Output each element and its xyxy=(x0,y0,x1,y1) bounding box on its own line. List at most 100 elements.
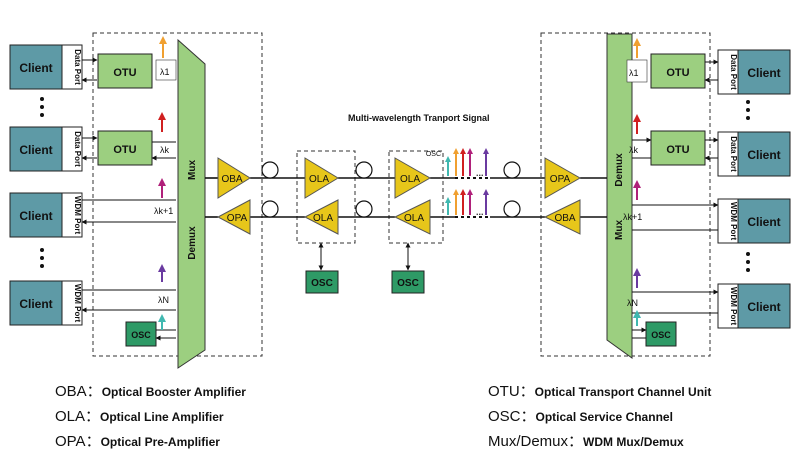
multiwavelength-arrows-top xyxy=(445,148,489,176)
client-box xyxy=(9,44,63,90)
opa-label: OPA xyxy=(227,213,248,224)
wdm-port-label: WDM Port xyxy=(729,287,738,326)
right-row-2 xyxy=(632,130,791,177)
ola-1-bottom-amp xyxy=(303,199,339,235)
legend-abbr: OTU： xyxy=(488,383,535,400)
right-terminal-frame xyxy=(540,32,711,357)
left-osc-label: OSC xyxy=(131,330,151,340)
legend-desc: Optical Transport Channel Unit xyxy=(534,385,712,399)
lambda-k-label: λk xyxy=(160,145,170,155)
lambda-1-label: λ1 xyxy=(629,68,639,78)
wdm-port-label: WDM Port xyxy=(73,196,82,235)
port-box xyxy=(717,283,739,329)
legend-abbr: OSC： xyxy=(488,408,536,425)
ola-2-top-amp xyxy=(394,157,432,199)
port-box xyxy=(717,49,739,95)
legend-abbr: OBA： xyxy=(55,383,102,400)
right-row-3 xyxy=(632,198,791,244)
otu-box xyxy=(650,53,706,89)
multiwavelength-arrows-bottom xyxy=(445,189,489,215)
client-box xyxy=(737,49,791,95)
fiber-spools xyxy=(261,161,521,218)
data-port-label: Data Port xyxy=(73,49,82,85)
legend-item-otu: OTU：Optical Transport Channel Unit xyxy=(488,380,711,401)
left-mux-label: Mux xyxy=(187,160,198,180)
port-box xyxy=(61,44,83,90)
wdm-port-label: WDM Port xyxy=(729,202,738,241)
port-box xyxy=(717,131,739,177)
legend-abbr: Mux/Demux： xyxy=(488,433,584,450)
client-label: Client xyxy=(19,297,52,311)
data-port-label: Data Port xyxy=(729,54,738,90)
signal-title: Multi-wavelength Tranport Signal xyxy=(348,113,490,123)
mid-osc-label-1: OSC xyxy=(311,278,333,289)
right-demux-label: Demux xyxy=(614,153,625,187)
left-row-4 xyxy=(9,280,176,347)
lambda-box xyxy=(626,59,648,83)
right-ellipsis-dots xyxy=(746,100,750,272)
legend-item-opa: OPA：Optical Pre-Amplifier xyxy=(55,430,220,451)
lambda-k-label: λk xyxy=(629,145,639,155)
lambda-1-label: λ1 xyxy=(160,67,170,77)
lambda-k1-label: λk+1 xyxy=(154,206,173,216)
mid-osc-box-2 xyxy=(391,270,425,294)
legend-abbr: OLA： xyxy=(55,408,101,425)
port-box xyxy=(61,280,83,326)
ola-2-bottom-amp xyxy=(393,199,431,235)
ola-label: OLA xyxy=(404,213,424,224)
legend-desc: WDM Mux/Demux xyxy=(583,435,684,449)
lambda-n-label: λN xyxy=(627,298,638,308)
client-label: Client xyxy=(747,66,780,80)
legend-desc: Optical Pre-Amplifier xyxy=(100,435,220,449)
left-mux-demux xyxy=(177,38,206,369)
mid-osc-box-1 xyxy=(305,270,339,294)
opa-right-amp xyxy=(544,157,582,199)
legend-item-osc: OSC：Optical Service Channel xyxy=(488,405,673,426)
legend-abbr: OPA： xyxy=(55,433,101,450)
opa-label: OPA xyxy=(550,174,571,185)
oba-right-amp xyxy=(543,199,581,235)
lambda-n-label: λN xyxy=(158,295,169,305)
ola-label: OLA xyxy=(309,174,329,185)
ola-site-2-frame xyxy=(388,150,444,244)
client-box xyxy=(9,280,63,326)
left-row-3 xyxy=(9,192,176,238)
right-mux-demux xyxy=(606,33,633,359)
otu-box xyxy=(650,130,706,166)
left-osc-box xyxy=(125,321,157,347)
client-box xyxy=(9,192,63,238)
left-ellipsis-dots xyxy=(40,97,44,268)
oba-left-amp xyxy=(217,157,251,199)
lambda-k1-label: λk+1 xyxy=(623,212,642,222)
client-label: Client xyxy=(19,143,52,157)
oba-label: OBA xyxy=(554,213,575,224)
ola-1-top-amp xyxy=(304,157,339,199)
otu-label: OTU xyxy=(666,144,689,156)
client-box xyxy=(737,131,791,177)
right-mux-label: Mux xyxy=(614,220,625,240)
mid-osc-label-2: OSC xyxy=(397,278,419,289)
port-box xyxy=(717,198,739,244)
otu-label: OTU xyxy=(113,144,136,156)
client-label: Client xyxy=(747,148,780,162)
left-row-2 xyxy=(9,126,176,172)
data-port-label: Data Port xyxy=(729,136,738,172)
lambda-box xyxy=(155,59,177,81)
osc-signal-label: OSC xyxy=(426,151,441,158)
signal-ellipsis: ... xyxy=(476,168,484,178)
legend-item-ola: OLA：Optical Line Amplifier xyxy=(55,405,224,426)
port-box xyxy=(61,126,83,172)
otu-label: OTU xyxy=(666,67,689,79)
legend-desc: Optical Service Channel xyxy=(535,410,673,424)
left-row-1 xyxy=(9,44,177,90)
right-osc-box xyxy=(645,321,677,347)
right-osc-label: OSC xyxy=(651,330,671,340)
ola-site-1-frame xyxy=(296,150,356,244)
right-row-1 xyxy=(626,49,791,95)
opa-left-amp xyxy=(216,199,251,235)
legend-item-mux-demux: Mux/Demux：WDM Mux/Demux xyxy=(488,430,684,451)
legend-desc: Optical Booster Amplifier xyxy=(101,385,246,399)
otu-label: OTU xyxy=(113,67,136,79)
client-label: Client xyxy=(19,209,52,223)
